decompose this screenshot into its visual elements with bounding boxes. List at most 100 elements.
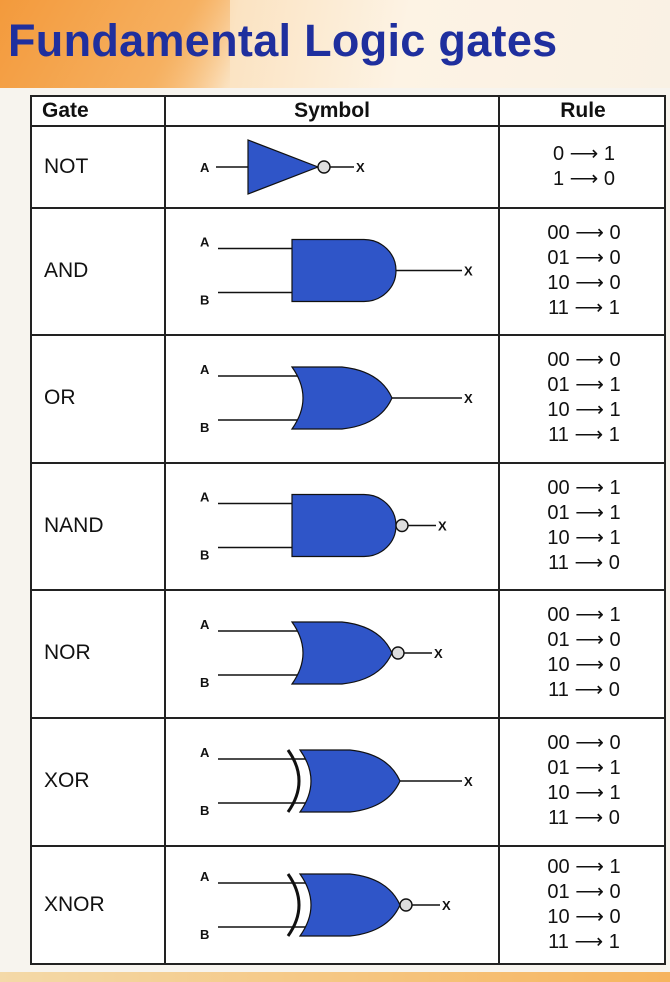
inversion-bubble — [317, 160, 331, 174]
rule-line: 10 ⟶ 0 — [547, 906, 621, 928]
header-gate: Gate — [42, 99, 89, 122]
symbol-cell-nand: A B X — [180, 462, 500, 589]
rule-line: 01 ⟶ 1 — [547, 501, 621, 524]
symbol-cell-xor: A B X — [180, 717, 500, 845]
rule-line: 00 ⟶ 1 — [547, 604, 621, 626]
or-gate-body — [290, 621, 393, 685]
xor-input-arc — [286, 873, 301, 937]
gate-name-nor: NOR — [44, 641, 91, 664]
input-label-a: A — [200, 160, 210, 175]
rule-line: 01 ⟶ 0 — [547, 629, 621, 651]
gate-name-or: OR — [44, 386, 76, 409]
rule-line: 10 ⟶ 0 — [547, 654, 621, 676]
rule-line: 01 ⟶ 1 — [547, 757, 621, 779]
row-divider — [32, 717, 664, 719]
rule-line: 11 ⟶ 0 — [548, 807, 620, 829]
row-divider — [32, 334, 664, 336]
rule-line: 00 ⟶ 1 — [547, 856, 621, 878]
symbol-cell-xnor: A B X — [180, 845, 500, 965]
gate-symbol-nor: A B X — [200, 617, 443, 690]
header-symbol: Symbol — [294, 99, 370, 122]
gate-name-xnor: XNOR — [44, 893, 105, 916]
header-rule: Rule — [560, 99, 606, 122]
title-banner-accent — [0, 0, 230, 88]
gate-symbol-nand: A B X — [200, 490, 447, 563]
gate-symbol-or: A B X — [200, 362, 473, 435]
not-gate-body — [247, 139, 320, 195]
and-gate-body — [291, 493, 397, 558]
rule-cell-xor: 00 ⟶ 0 01 ⟶ 1 10 ⟶ 1 11 ⟶ 0 — [502, 731, 666, 831]
page-title: Fundamental Logic gates — [8, 15, 558, 66]
gate-output-nand: X — [438, 519, 447, 534]
gate-name-and: AND — [44, 258, 89, 282]
gate-output-and: X — [464, 264, 473, 279]
and-gate-body — [291, 238, 397, 303]
rule-line: 11 ⟶ 0 — [548, 551, 620, 574]
gate-name-nand: NAND — [44, 513, 104, 537]
input-label-b: B — [200, 420, 209, 435]
rule-line: 00 ⟶ 1 — [547, 476, 621, 499]
rule-line: 00 ⟶ 0 — [547, 349, 621, 371]
gate-output-xor: X — [464, 774, 473, 789]
bottom-banner — [0, 972, 670, 982]
rule-line: 1 ⟶ 0 — [552, 168, 616, 190]
input-label-a: A — [200, 869, 210, 884]
column-divider — [164, 97, 166, 963]
inversion-bubble — [395, 518, 409, 533]
symbol-cell-and: A B X — [180, 207, 500, 334]
input-label-b: B — [200, 293, 209, 308]
rule-line: 10 ⟶ 1 — [547, 526, 621, 549]
inversion-bubble — [399, 898, 413, 912]
or-gate-body — [298, 749, 401, 813]
gate-symbol-and: A B X — [200, 235, 473, 308]
input-label-b: B — [200, 548, 209, 563]
gate-output-or: X — [464, 391, 473, 406]
column-divider — [498, 97, 500, 963]
gate-symbol-xnor: A B X — [200, 869, 451, 942]
row-divider — [32, 589, 664, 591]
rule-cell-or: 00 ⟶ 0 01 ⟶ 1 10 ⟶ 1 11 ⟶ 1 — [502, 348, 666, 448]
input-label-a: A — [200, 617, 210, 632]
row-divider — [32, 207, 664, 209]
gate-output-nor: X — [434, 646, 443, 661]
rule-line: 11 ⟶ 1 — [548, 296, 620, 319]
input-label-b: B — [200, 675, 209, 690]
input-label-b: B — [200, 927, 209, 942]
rule-cell-xnor: 00 ⟶ 1 01 ⟶ 0 10 ⟶ 0 11 ⟶ 1 — [502, 855, 666, 955]
gate-output-not: X — [356, 160, 365, 175]
rule-line: 11 ⟶ 1 — [548, 931, 620, 953]
rule-line: 11 ⟶ 0 — [548, 679, 620, 701]
input-label-a: A — [200, 362, 210, 377]
rule-line: 01 ⟶ 0 — [547, 881, 621, 903]
rule-line: 11 ⟶ 1 — [548, 424, 620, 446]
rule-line: 10 ⟶ 1 — [547, 399, 621, 421]
input-label-a: A — [200, 235, 210, 250]
inversion-bubble — [391, 646, 405, 660]
rule-line: 10 ⟶ 1 — [547, 782, 621, 804]
symbol-cell-nor: A B X — [180, 589, 500, 717]
xor-input-arc — [286, 749, 301, 813]
or-gate-body — [290, 366, 393, 430]
rule-line: 00 ⟶ 0 — [547, 221, 621, 244]
gate-output-xnor: X — [442, 898, 451, 913]
symbol-cell-or: A B X — [180, 334, 500, 462]
row-divider — [32, 462, 664, 464]
row-divider — [32, 845, 664, 847]
header-divider — [32, 125, 664, 127]
rule-line: 00 ⟶ 0 — [547, 732, 621, 754]
gate-name-xor: XOR — [44, 769, 90, 792]
input-label-b: B — [200, 803, 209, 818]
rule-line: 01 ⟶ 0 — [547, 246, 621, 269]
or-gate-body — [298, 873, 401, 937]
gate-symbol-xor: A B X — [200, 745, 473, 818]
input-label-a: A — [200, 490, 210, 505]
rule-line: 01 ⟶ 1 — [547, 374, 621, 396]
gate-name-not: NOT — [44, 155, 89, 178]
input-label-a: A — [200, 745, 210, 760]
